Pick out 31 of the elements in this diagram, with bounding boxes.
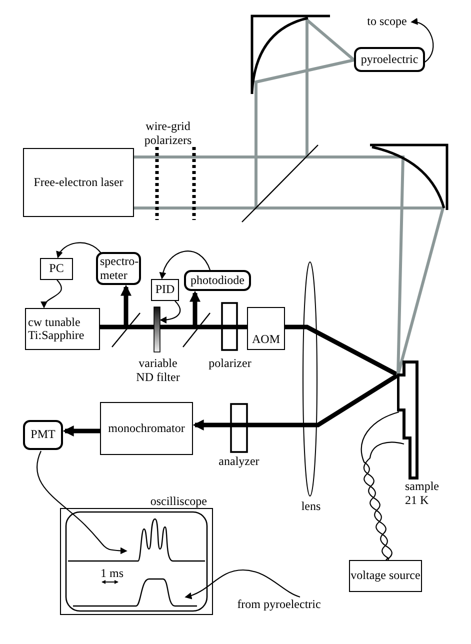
polarizer-label: polarizer (208, 357, 252, 371)
device-box: PC (40, 258, 73, 280)
device-box: voltage source (349, 560, 422, 592)
beam-arrow (190, 290, 200, 327)
time-scale-label: 1 ms (99, 567, 124, 581)
wire-arrow (410, 18, 434, 62)
polarizer-label: wire-grid polarizers (143, 120, 193, 148)
device-box: AOM (247, 307, 285, 350)
device-box: monochromator (100, 402, 193, 455)
beam-arrow (192, 373, 400, 430)
device-box: cw tunable Ti:Sapphire (25, 308, 100, 350)
device-box: PID (151, 279, 179, 301)
lens-label: lens (300, 500, 322, 514)
wire-arrow (160, 250, 210, 280)
wire-arrow (36, 450, 128, 554)
detector-box: PMT (23, 420, 63, 450)
detector-box: spectro- meter (96, 252, 141, 285)
sample-caption: sample 21 K (405, 480, 440, 508)
beam-arrow (120, 284, 132, 327)
detector-box: pyroelectric (354, 47, 425, 72)
wire-arrow (56, 242, 102, 258)
oscilloscope-heading: oscilliscope (150, 494, 207, 509)
filter-label: variable ND filter (135, 357, 181, 385)
wire-arrow (160, 300, 180, 324)
device-box: Free-electron laser (23, 148, 134, 217)
detector-box: photodiode (184, 270, 251, 291)
wire-arrow (184, 569, 300, 599)
to-scope-label: to scope (364, 15, 410, 29)
analyzer-label: analyzer (218, 455, 260, 469)
beam-arrow (62, 426, 100, 436)
source-label: from pyroelectric (236, 598, 322, 612)
